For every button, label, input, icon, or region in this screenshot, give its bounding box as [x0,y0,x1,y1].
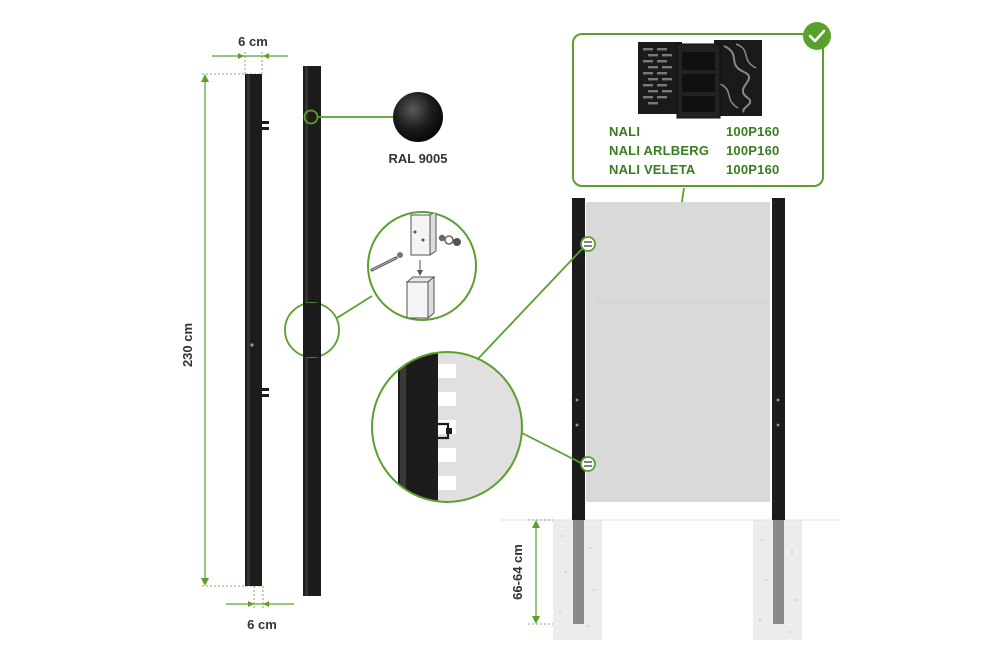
post-width-top-label: 6 cm [238,34,268,49]
callout-line [336,295,373,319]
embed-depth-label: 66-64 cm [510,544,525,600]
gate-post-left [572,198,585,520]
hinge-bracket [260,394,269,397]
tube-upper-side [429,212,437,256]
arrow-icon [238,53,244,59]
arrow-icon [532,520,540,528]
color-swatch-label: RAL 9005 [388,151,447,166]
assembly-zoom-bubble [367,211,477,321]
tube-upper [410,214,431,256]
hinge-marker-bottom [580,456,596,472]
gate-panel [586,202,770,502]
hinge-bracket [260,127,269,130]
post-highlight [247,74,250,586]
zoom-circle-border [371,351,523,503]
gate-models-box: NALI 100P160 NALI ARLBERG 100P160 NALI V… [572,22,831,270]
nut [438,234,446,242]
model-code-1: 100P160 [726,124,779,139]
zoom-circle [367,211,477,321]
gate-thumb-nali [638,42,682,114]
bolt-hole [250,343,254,347]
arrow-icon [532,616,540,624]
model-code-2: 100P160 [726,143,779,158]
post-right-assembly: RAL 9005 [284,66,477,596]
tube-lower [406,281,429,319]
check-circle-icon [803,22,831,50]
model-name-2: NALI ARLBERG [609,143,709,158]
post-segment [303,303,321,357]
arrow-icon [201,578,209,586]
model-name-3: NALI VELETA [609,162,696,177]
post-height-label: 230 cm [180,323,195,367]
gate-panel-thumbnails [638,40,762,119]
callout-line [519,431,582,464]
hinge-zoom-bubble [371,351,523,503]
callout-line [474,248,583,363]
post-width-bottom-label: 6 cm [247,617,277,632]
buried-post-right [773,520,784,624]
buried-post-left [573,520,584,624]
hinge-marker-top [580,236,596,252]
hinge-bracket [260,121,269,124]
arrow-icon [263,601,269,607]
washer [444,235,454,245]
gate-thumb-veleta [714,40,762,116]
color-swatch-ball [393,92,443,142]
arrow-icon [263,53,269,59]
gate-post-right [772,198,785,520]
hinge-bracket [260,388,269,391]
nut [453,238,461,246]
arrow-icon [248,601,254,607]
arrow-icon [201,74,209,82]
post-left-assembly: 6 cm 230 cm 6 cm [180,34,294,632]
gate-installation: 66-64 cm [474,198,840,640]
model-name-1: NALI [609,124,640,139]
model-code-3: 100P160 [726,162,779,177]
